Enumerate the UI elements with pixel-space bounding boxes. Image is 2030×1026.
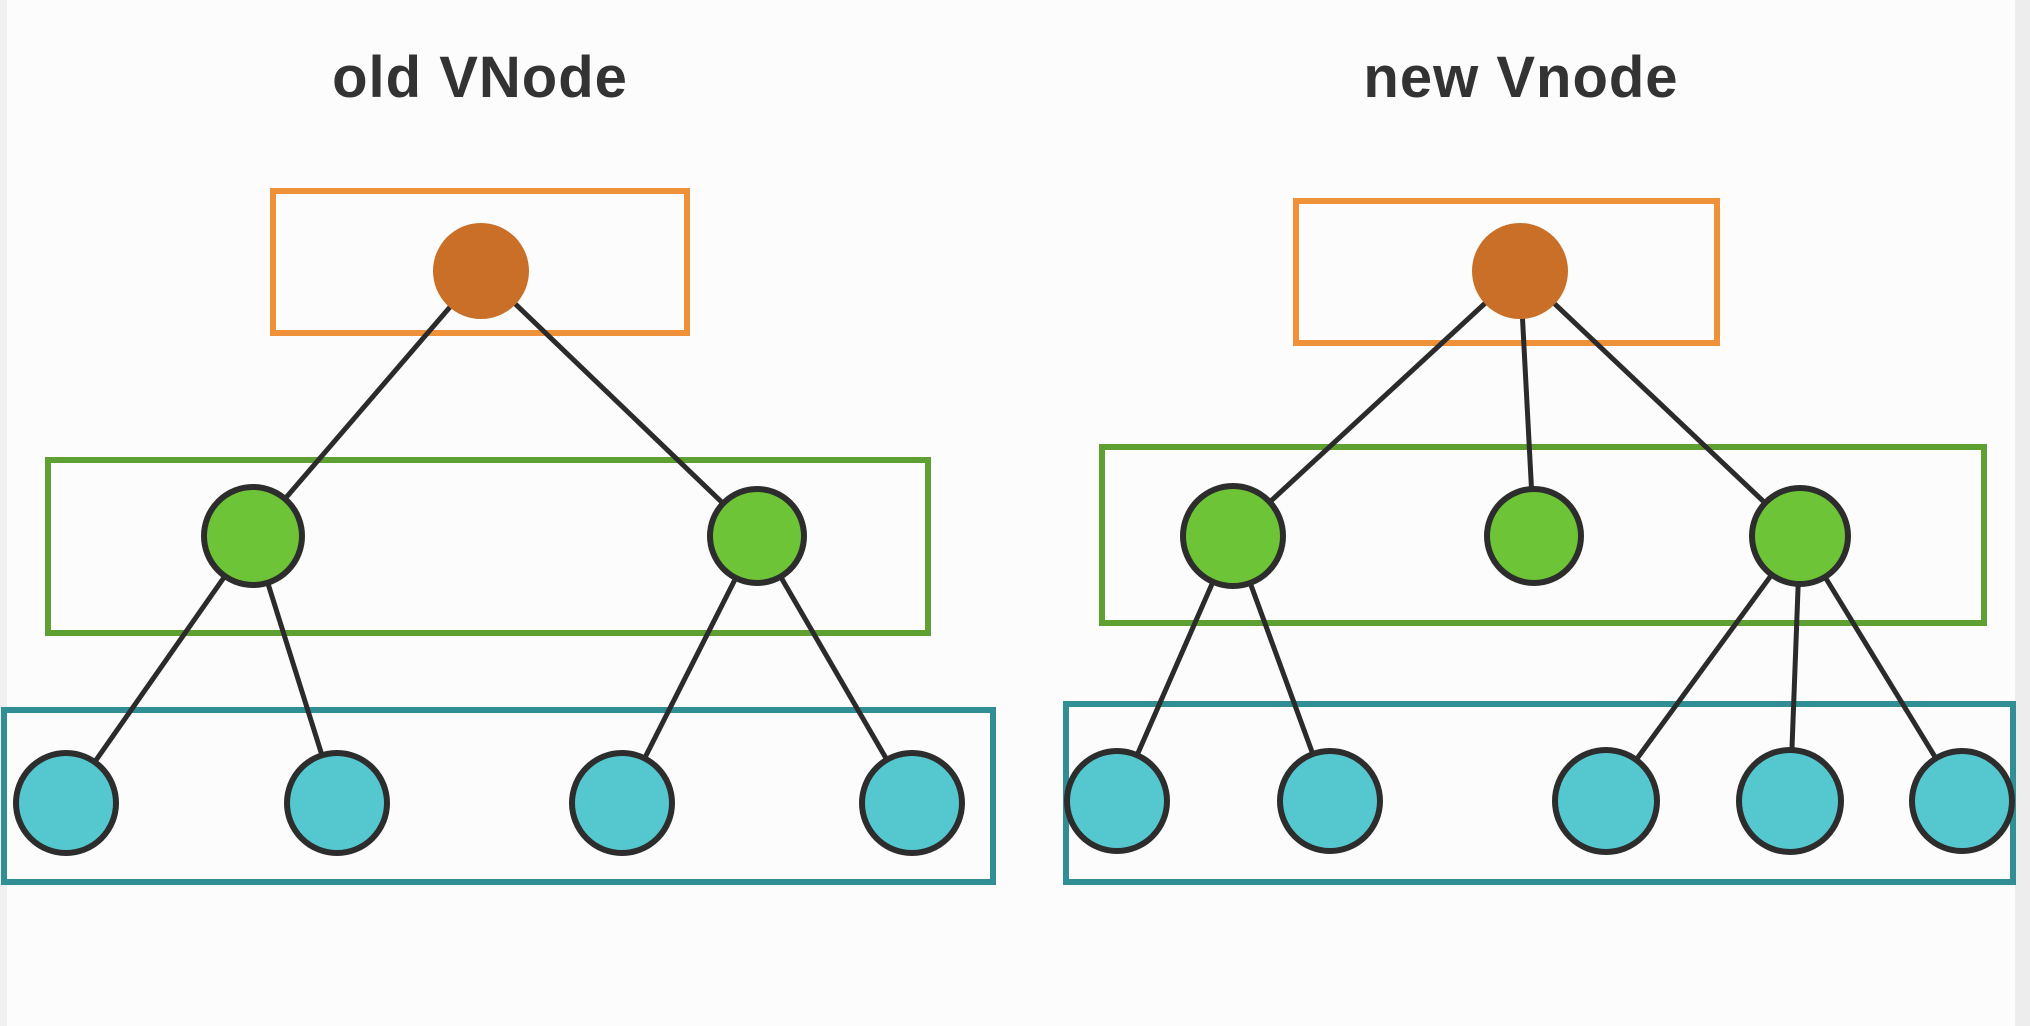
old-vnode-node-leaf-4 bbox=[859, 750, 965, 856]
old-vnode-node-child-1 bbox=[201, 484, 305, 588]
new-vnode-edge-root-child-1 bbox=[1230, 268, 1523, 539]
old-vnode-title: old VNode bbox=[332, 45, 628, 110]
new-vnode-root-level-box bbox=[1293, 198, 1720, 346]
old-vnode-root-level-box bbox=[270, 188, 690, 336]
new-vnode-child-level-box bbox=[1099, 444, 1987, 626]
new-vnode-node-leaf-5 bbox=[1909, 748, 2015, 854]
new-vnode-node-root bbox=[1472, 223, 1568, 319]
new-vnode-node-leaf-4 bbox=[1736, 747, 1844, 855]
new-vnode-edge-root-child-3 bbox=[1517, 268, 1803, 539]
new-vnode-node-leaf-1 bbox=[1064, 748, 1170, 854]
new-vnode-title: new Vnode bbox=[1363, 45, 1679, 110]
new-vnode-node-child-3 bbox=[1749, 485, 1851, 587]
old-vnode-edge-root-child-2 bbox=[478, 268, 760, 539]
old-vnode-leaf-level-box bbox=[1, 707, 996, 885]
old-vnode-node-root bbox=[433, 223, 529, 319]
new-vnode-node-child-2 bbox=[1484, 486, 1584, 586]
old-vnode-child-level-box bbox=[45, 457, 931, 636]
left-edge-strip bbox=[0, 0, 7, 1026]
new-vnode-edge-child-3-leaf-3 bbox=[1603, 533, 1803, 804]
old-vnode-node-child-2 bbox=[707, 486, 807, 586]
right-edge-strip bbox=[2015, 0, 2030, 1026]
new-vnode-node-leaf-2 bbox=[1277, 748, 1383, 854]
old-vnode-node-leaf-2 bbox=[284, 750, 390, 856]
old-vnode-edge-root-child-1 bbox=[250, 268, 484, 539]
old-vnode-node-leaf-1 bbox=[13, 750, 119, 856]
new-vnode-leaf-level-box bbox=[1063, 701, 2016, 885]
old-vnode-edge-child-1-leaf-1 bbox=[63, 533, 256, 806]
old-vnode-tree bbox=[1, 188, 996, 885]
new-vnode-tree bbox=[1063, 198, 2016, 885]
old-vnode-node-leaf-3 bbox=[569, 750, 675, 856]
new-vnode-node-child-1 bbox=[1180, 483, 1286, 589]
new-vnode-node-leaf-3 bbox=[1552, 747, 1660, 855]
